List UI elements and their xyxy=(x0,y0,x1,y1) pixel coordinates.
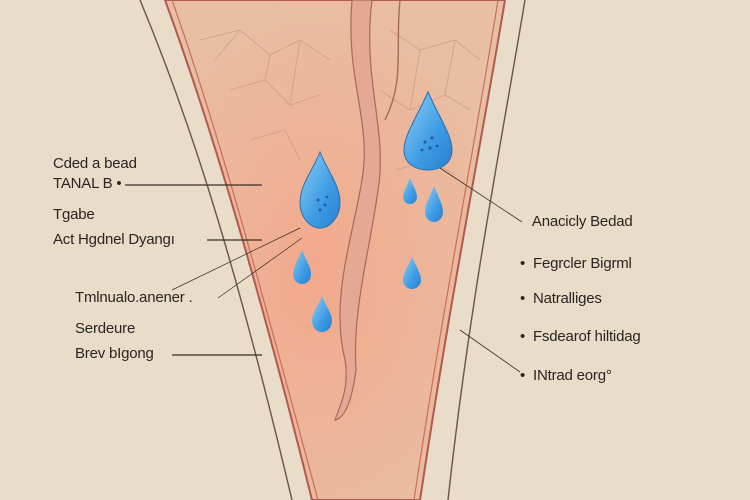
label-left-2-title: Tgabe xyxy=(53,206,95,223)
water-drop-icon xyxy=(293,250,311,284)
label-left-1-title: Cded a bead xyxy=(53,155,137,172)
label-left-2-sub: Act Hgdnel Dyangı xyxy=(53,231,175,248)
water-drop-icon xyxy=(403,90,453,171)
water-drop-icon xyxy=(299,150,341,229)
skin-funnel xyxy=(163,0,507,500)
leader-lines xyxy=(125,167,523,373)
label-left-3: Tmlnualo.anener . xyxy=(75,289,193,306)
label-right-2: • Fegrcler Bigrml xyxy=(520,255,632,272)
water-drop-icon xyxy=(312,296,332,332)
water-drop-icon xyxy=(425,186,443,222)
water-drop-icon xyxy=(403,257,421,289)
label-right-4: • Fsdearof hiltidag xyxy=(520,328,641,345)
label-left-1-sub: TANAL B • xyxy=(53,175,122,192)
outer-boundary-right xyxy=(447,0,526,500)
outer-boundary-left xyxy=(139,0,293,500)
label-right-3: • Natralliges xyxy=(520,290,602,307)
label-left-4-title: Serdeure xyxy=(75,320,136,337)
central-vessel xyxy=(334,0,381,421)
water-drops xyxy=(293,90,453,332)
label-right-5: • INtrad eorg° xyxy=(520,367,612,384)
water-drop-icon xyxy=(403,178,417,204)
label-left-4-sub: Brev bIgong xyxy=(75,345,154,362)
label-right-1: Anacicly Bedad xyxy=(531,213,633,230)
